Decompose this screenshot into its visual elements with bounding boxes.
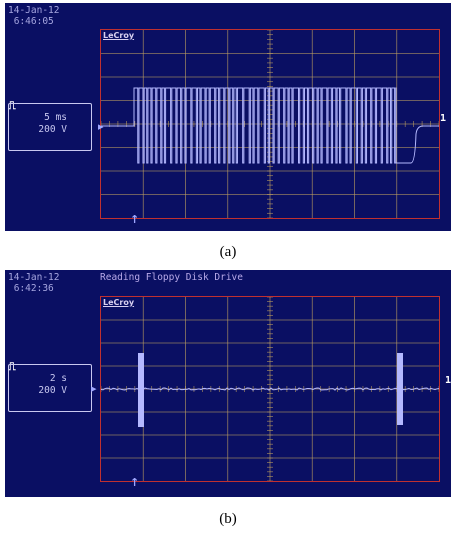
- scope-panel-a: 14-Jan-12 6:46:05 ⎍ 5 ms 200 V LeCroy ▸ …: [5, 3, 451, 231]
- channel-label: 1: [440, 113, 447, 124]
- volts-label: 200 V: [38, 124, 67, 135]
- channel-label: 1: [445, 375, 451, 386]
- brand-logo: LeCroy: [103, 298, 135, 307]
- trigger-position-arrow-icon: ↑: [130, 213, 140, 226]
- timebase-label: 2 s: [49, 373, 67, 384]
- scale-box: 2 s 200 V: [8, 364, 92, 412]
- brand-logo: LeCroy: [103, 31, 135, 40]
- waveform-trace: [101, 87, 439, 164]
- scope-title: Reading Floppy Disk Drive: [100, 272, 243, 283]
- burst-1: [138, 353, 144, 427]
- scale-box: 5 ms 200 V: [8, 103, 92, 151]
- datetime: 14-Jan-12 6:46:05: [8, 5, 60, 27]
- trigger-level-arrow-icon: ▸: [91, 382, 97, 395]
- waveform-plot: [101, 30, 439, 218]
- timebase-label: 5 ms: [44, 112, 67, 123]
- trace-marker-icon: ⎍: [8, 99, 16, 112]
- scope-screen: LeCroy: [100, 296, 440, 482]
- datetime: 14-Jan-12 6:42:36: [8, 272, 60, 294]
- trigger-position-arrow-icon: ↑: [130, 476, 140, 489]
- waveform-plot: [101, 297, 439, 481]
- scope-screen: LeCroy: [100, 29, 440, 219]
- volts-label: 200 V: [38, 385, 67, 396]
- caption-a: (a): [219, 244, 237, 260]
- trigger-level-arrow-icon: ▸: [98, 120, 104, 133]
- waveform-trace: [101, 387, 439, 391]
- trace-marker-icon: ⎍: [8, 360, 16, 373]
- scope-panel-b: 14-Jan-12 6:42:36 Reading Floppy Disk Dr…: [5, 270, 451, 497]
- burst-2: [397, 353, 403, 425]
- caption-b: (b): [219, 511, 237, 527]
